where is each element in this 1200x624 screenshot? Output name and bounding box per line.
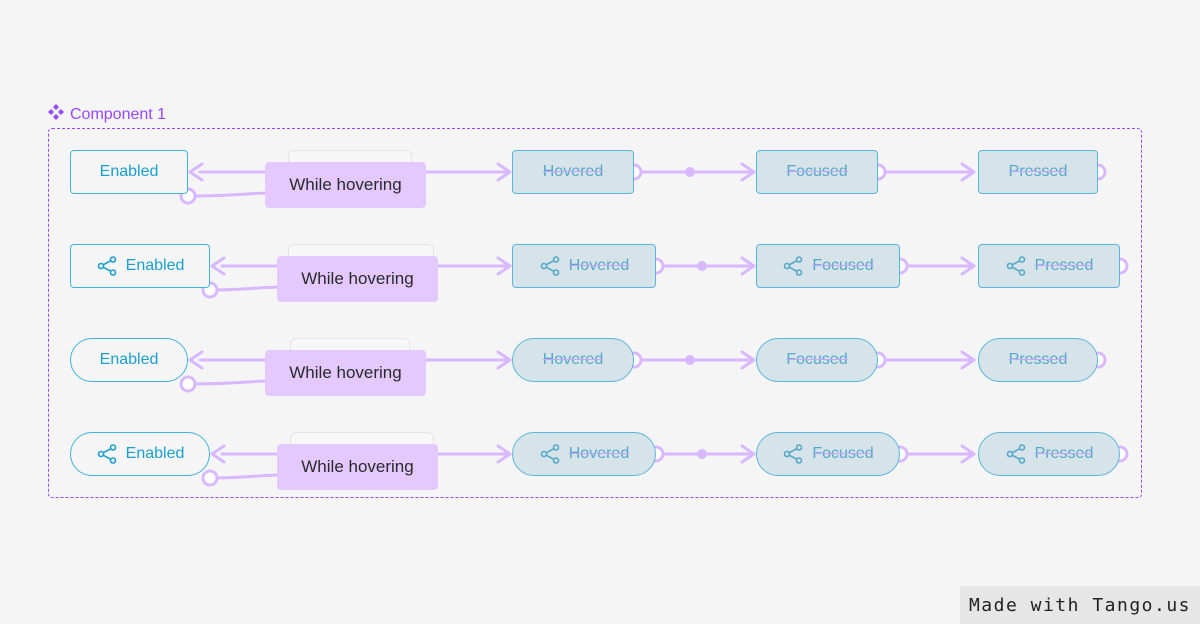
hovered-pill-icon-button[interactable]: Hovered bbox=[512, 432, 656, 476]
share-icon bbox=[96, 443, 118, 465]
share-icon bbox=[539, 443, 561, 465]
share-icon bbox=[1005, 255, 1027, 277]
pressed-button[interactable]: Pressed bbox=[978, 150, 1098, 194]
focused-button[interactable]: Focused bbox=[756, 150, 878, 194]
interaction-trigger[interactable]: While hovering bbox=[277, 444, 438, 490]
focused-pill-icon-button[interactable]: Focused bbox=[756, 432, 900, 476]
button-label: Enabled bbox=[99, 351, 159, 368]
button-label: Focused bbox=[812, 257, 874, 274]
button-label: Pressed bbox=[1034, 257, 1094, 274]
trigger-label: While hovering bbox=[289, 363, 402, 382]
share-icon bbox=[96, 255, 118, 277]
button-label: Focused bbox=[786, 163, 848, 180]
hovered-button[interactable]: Hovered bbox=[512, 150, 634, 194]
interaction-trigger[interactable]: While hovering bbox=[277, 256, 438, 302]
button-label: Pressed bbox=[1008, 163, 1068, 180]
button-label: Pressed bbox=[1034, 445, 1094, 462]
share-icon bbox=[782, 443, 804, 465]
button-label: Enabled bbox=[125, 257, 185, 274]
share-icon bbox=[782, 255, 804, 277]
button-label: Focused bbox=[812, 445, 874, 462]
component-label: Component 1 bbox=[48, 104, 166, 125]
tango-watermark: Made with Tango.us bbox=[960, 586, 1200, 624]
button-label: Hovered bbox=[568, 257, 630, 274]
pressed-pill-button[interactable]: Pressed bbox=[978, 338, 1098, 382]
trigger-label: While hovering bbox=[289, 175, 402, 194]
interaction-trigger[interactable]: While hovering bbox=[265, 350, 426, 396]
hovered-icon-button[interactable]: Hovered bbox=[512, 244, 656, 288]
button-label: Hovered bbox=[568, 445, 630, 462]
share-icon bbox=[539, 255, 561, 277]
button-label: Hovered bbox=[542, 163, 604, 180]
focused-pill-button[interactable]: Focused bbox=[756, 338, 878, 382]
component-frame[interactable] bbox=[48, 128, 1142, 498]
enabled-button[interactable]: Enabled bbox=[70, 150, 188, 194]
share-icon bbox=[1005, 443, 1027, 465]
hovered-pill-button[interactable]: Hovered bbox=[512, 338, 634, 382]
interaction-trigger[interactable]: While hovering bbox=[265, 162, 426, 208]
enabled-pill-button[interactable]: Enabled bbox=[70, 338, 188, 382]
pressed-pill-icon-button[interactable]: Pressed bbox=[978, 432, 1120, 476]
enabled-pill-icon-button[interactable]: Enabled bbox=[70, 432, 210, 476]
watermark-text: Made with Tango.us bbox=[968, 594, 1192, 616]
button-label: Pressed bbox=[1008, 351, 1068, 368]
component-diamond-icon bbox=[48, 104, 64, 125]
button-label: Enabled bbox=[99, 163, 159, 180]
button-label: Enabled bbox=[125, 445, 185, 462]
focused-icon-button[interactable]: Focused bbox=[756, 244, 900, 288]
trigger-label: While hovering bbox=[301, 269, 414, 288]
enabled-icon-button[interactable]: Enabled bbox=[70, 244, 210, 288]
button-label: Focused bbox=[786, 351, 848, 368]
button-label: Hovered bbox=[542, 351, 604, 368]
pressed-icon-button[interactable]: Pressed bbox=[978, 244, 1120, 288]
component-name[interactable]: Component 1 bbox=[70, 105, 167, 123]
trigger-label: While hovering bbox=[301, 457, 414, 476]
